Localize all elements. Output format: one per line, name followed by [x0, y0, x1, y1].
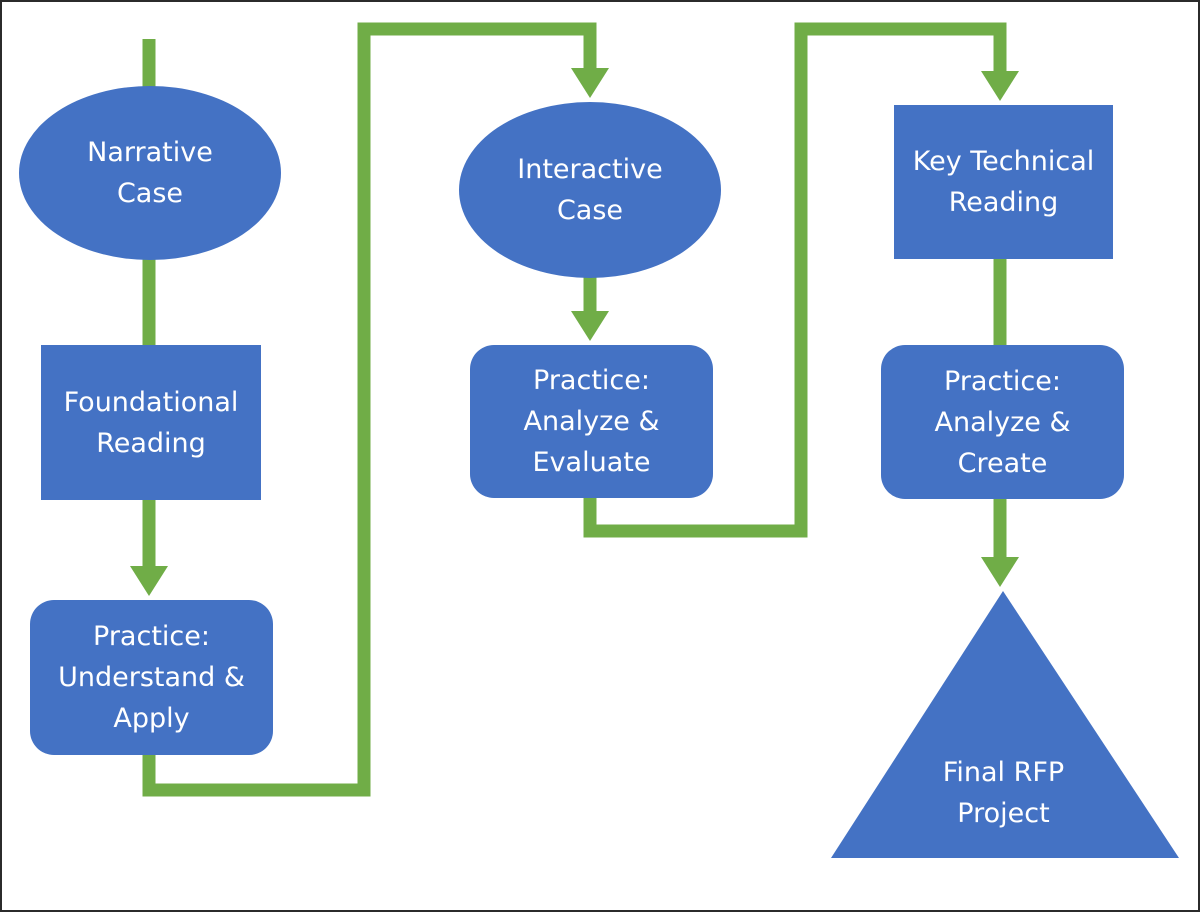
- arrowhead-understand-to-interactive: [571, 68, 609, 98]
- node-practice-understand-apply: Practice: Understand & Apply: [30, 600, 273, 755]
- arrowhead-foundational-to-understand: [130, 566, 168, 596]
- node-label-line: Project: [957, 798, 1050, 829]
- node-label-line: Final RFP: [942, 757, 1065, 788]
- node-label-line: Foundational: [63, 386, 239, 418]
- node-practice-analyze-evaluate: Practice: Analyze & Evaluate: [470, 345, 713, 498]
- node-key-technical-reading: Key Technical Reading: [894, 105, 1113, 259]
- node-label-line: Create: [957, 447, 1048, 479]
- node-label-line: Case: [116, 178, 184, 209]
- connector-evaluate-to-keytech: [583, 22, 1007, 538]
- node-label-line: Practice:: [944, 365, 1061, 397]
- node-label-line: Reading: [948, 187, 1059, 218]
- node-label-line: Analyze &: [523, 406, 660, 437]
- arrowhead-evaluate-to-keytech: [981, 71, 1019, 101]
- arrowhead-create-to-final: [981, 557, 1019, 587]
- node-label-line: Apply: [113, 703, 190, 734]
- final-rfp-triangle: [831, 591, 1179, 858]
- node-label-line: Key Technical: [912, 146, 1095, 177]
- node-label-line: Practice:: [93, 621, 210, 652]
- node-final-rfp-project: Final RFP Project: [902, 751, 1105, 835]
- node-narrative-case: Narrative Case: [19, 86, 281, 260]
- arrowhead-interactive-to-evaluate: [571, 311, 609, 341]
- node-label-line: Practice:: [533, 365, 650, 396]
- node-interactive-case: Interactive Case: [459, 102, 721, 278]
- node-foundational-reading: Foundational Reading: [41, 345, 261, 500]
- node-label-line: Understand &: [58, 662, 245, 693]
- node-label-line: Analyze &: [934, 406, 1071, 438]
- node-label-line: Reading: [96, 427, 206, 459]
- node-practice-analyze-create: Practice: Analyze & Create: [881, 345, 1124, 499]
- node-label-line: Narrative: [87, 137, 213, 168]
- node-label-line: Evaluate: [532, 447, 651, 478]
- node-label-line: Interactive: [517, 154, 663, 185]
- connector-understand-to-interactive: [142, 22, 597, 797]
- node-label-line: Case: [556, 195, 624, 226]
